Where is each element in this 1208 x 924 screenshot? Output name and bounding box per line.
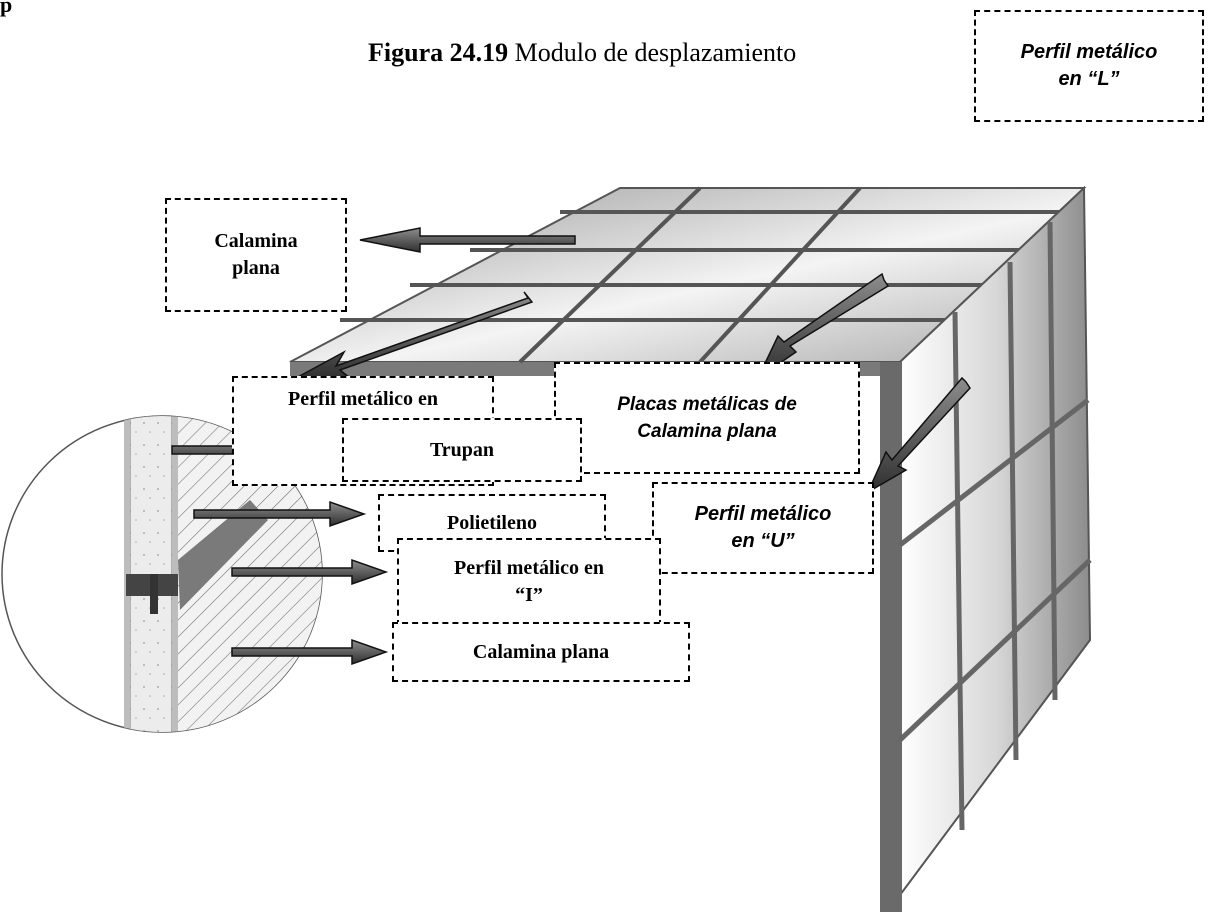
label-placas-line2: Calamina plana [637, 421, 777, 442]
label-placas: Placas metálicas de Calamina plana [554, 362, 860, 474]
label-perfil-i-line1: Perfil metálico en [454, 557, 604, 579]
label-perfil-l-line2: en “L” [1058, 68, 1120, 90]
figure-title: Modulo de desplazamiento [508, 38, 797, 67]
arrow-calamina-plana [231, 638, 389, 666]
label-calamina-plana: Calamina plana [392, 622, 690, 682]
label-calamina-plana-text: Calamina plana [472, 640, 610, 663]
label-perfil-u-line1: Perfil metálico [694, 503, 832, 525]
label-calamina-line2: plana [232, 257, 280, 279]
label-polietileno-text: Polietileno [447, 511, 537, 534]
leader-arrows [171, 227, 971, 666]
arrow-calamina [359, 227, 576, 253]
label-calamina: Calamina plana [165, 198, 347, 312]
arrow-polietileno [193, 500, 367, 528]
arrow-perfil-i [231, 558, 389, 586]
label-trupan-text: Trupan [429, 438, 495, 461]
label-perfil-l: Perfil metálico en “L” [974, 10, 1204, 122]
figure-caption: Figura 24.19 Modulo de desplazamiento [368, 38, 796, 68]
figure-number: Figura 24.19 [368, 38, 509, 67]
label-perfil-l-line1: Perfil metálico [1020, 41, 1158, 63]
label-perfil-en-text: Perfil metálico en [288, 388, 438, 410]
label-perfil-i: Perfil metálico en “I” [397, 538, 661, 626]
label-perfil-u-line2: en “U” [731, 530, 795, 552]
label-perfil-u: Perfil metálico en “U” [652, 482, 874, 574]
label-perfil-i-line2: “I” [515, 584, 543, 606]
label-calamina-line1: Calamina [214, 230, 298, 252]
label-placas-line1: Placas metálicas de [617, 394, 797, 415]
label-trupan: Trupan [342, 418, 582, 482]
